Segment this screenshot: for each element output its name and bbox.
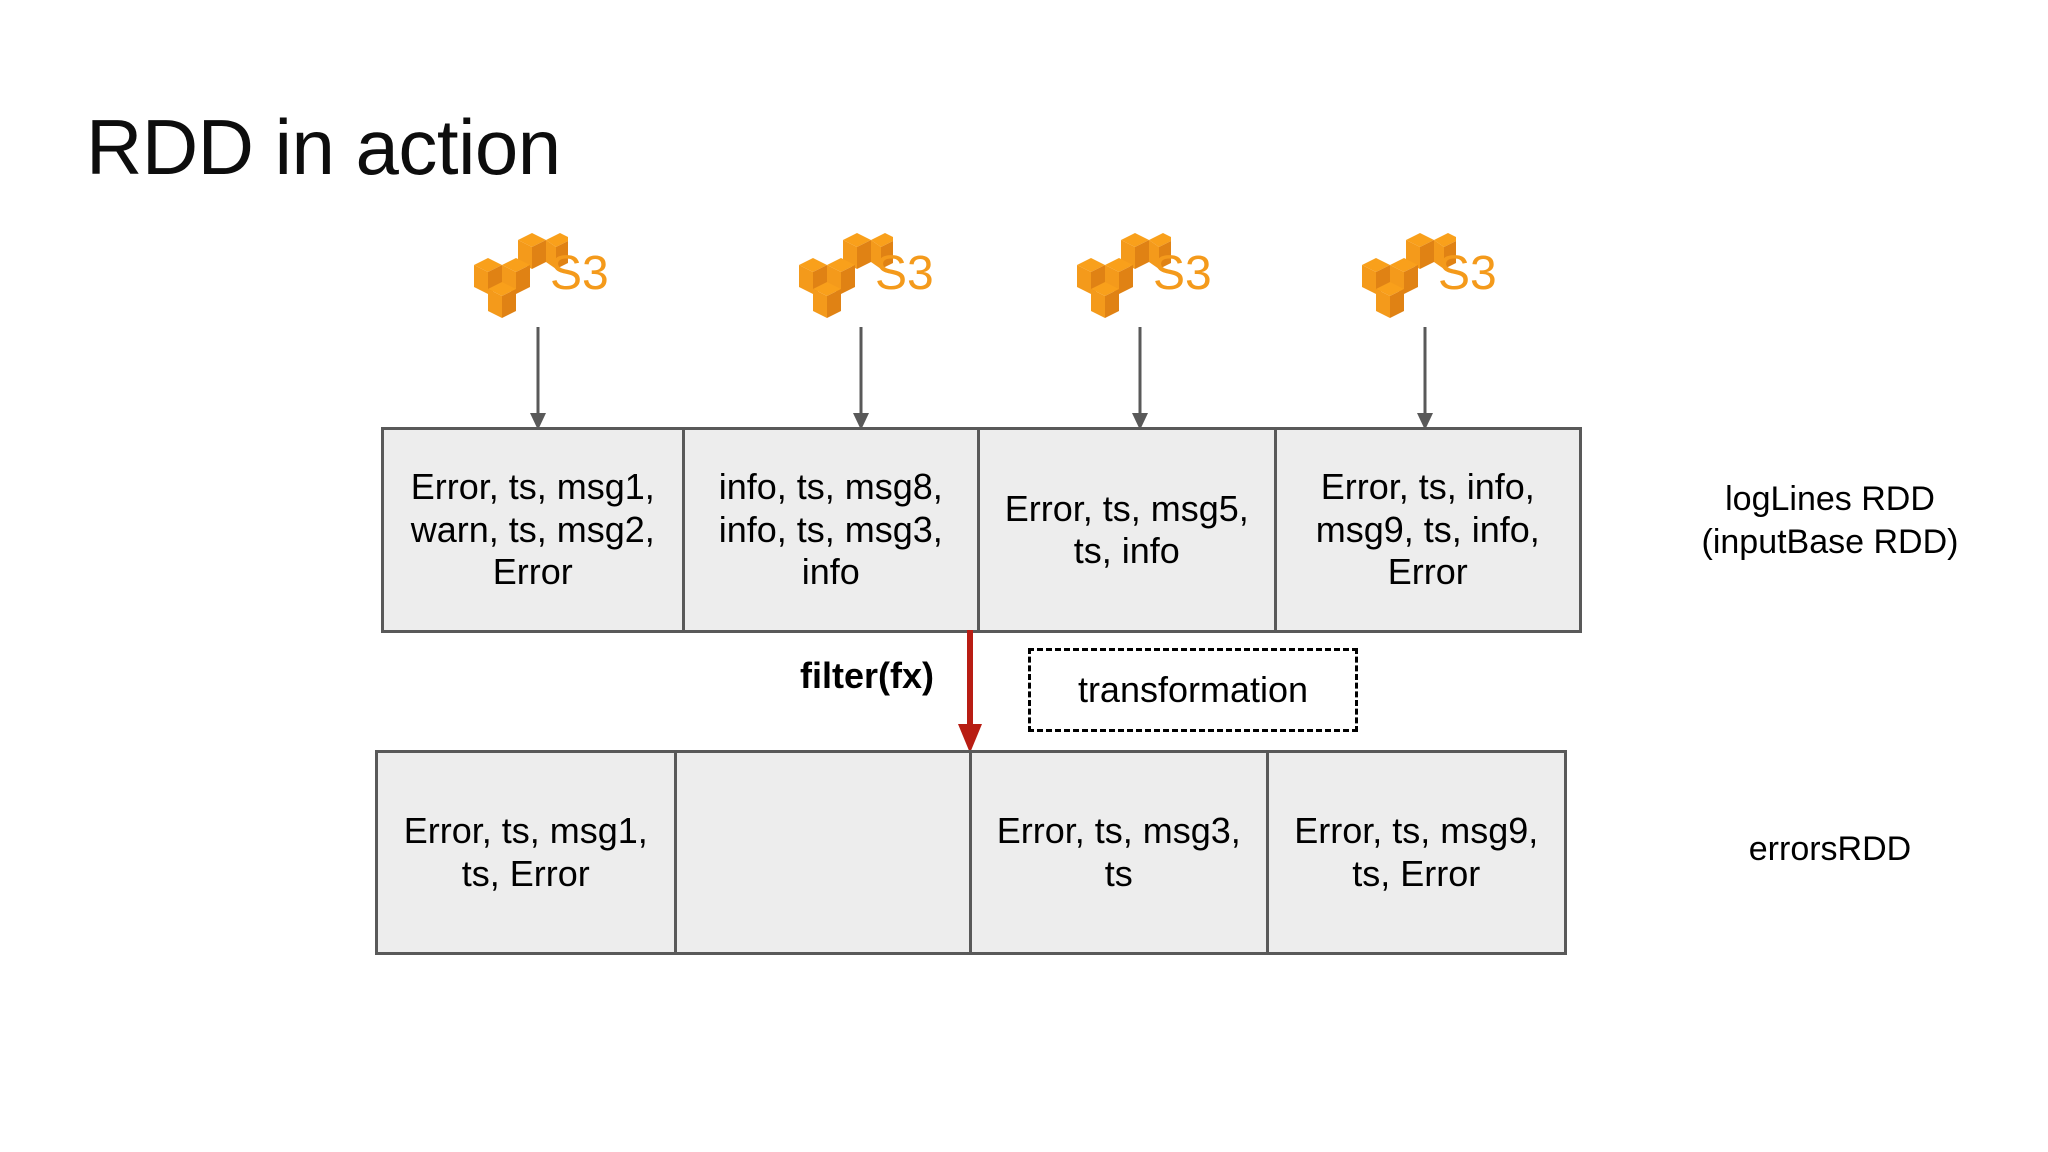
aws-s3-icon: [472, 232, 568, 318]
s3-label: S3: [1438, 247, 1497, 300]
s3-label: S3: [1153, 247, 1212, 300]
transformation-annotation-box: transformation: [1028, 648, 1358, 732]
source-arrow-icon-2: [848, 327, 874, 431]
errors-partition-cell-1: Error, ts, msg1, ts, Error: [378, 753, 677, 952]
aws-s3-icon: [1360, 232, 1456, 318]
s3-source-node-1: S3: [472, 232, 622, 318]
loglines-rdd-caption: logLines RDD (inputBase RDD): [1701, 480, 1959, 561]
source-arrow-icon-4: [1412, 327, 1438, 431]
errors-partition-cell-3: Error, ts, msg3, ts: [972, 753, 1269, 952]
source-arrow-icon-3: [1127, 327, 1153, 431]
errors-partition-cell-4: Error, ts, msg9, ts, Error: [1294, 810, 1539, 894]
errors-rdd-caption: errorsRDD: [1748, 830, 1912, 868]
errors-rdd-table: Error, ts, msg1, ts, Error Error, ts, ms…: [375, 750, 1567, 955]
s3-source-node-3: S3: [1075, 232, 1225, 318]
loglines-partition-cell-4: Error, ts, info, msg9, ts, info, Error: [1315, 466, 1540, 593]
loglines-partition-cell-3: Error, ts, msg5, ts, info: [980, 430, 1277, 630]
errors-partition-cell-2: [677, 753, 973, 952]
aws-s3-icon: [797, 232, 893, 318]
transformation-label: transformation: [1077, 669, 1309, 710]
s3-label: S3: [875, 247, 934, 300]
page-title: RDD in action: [86, 103, 561, 191]
loglines-partition-cell-1: Error, ts, msg1, warn, ts, msg2, Error: [384, 430, 685, 630]
s3-source-node-2: S3: [797, 232, 947, 318]
loglines-rdd-table: Error, ts, msg1, warn, ts, msg2, Error i…: [381, 427, 1582, 633]
source-arrow-icon-1: [525, 327, 551, 431]
down-arrow-icon: [955, 630, 985, 754]
filter-operation-label: filter(fx): [800, 655, 934, 696]
s3-source-node-4: S3: [1360, 232, 1510, 318]
aws-s3-icon: [1075, 232, 1171, 318]
loglines-partition-cell-2: info, ts, msg8, info, ts, msg3, info: [685, 430, 981, 630]
s3-label: S3: [550, 247, 609, 300]
